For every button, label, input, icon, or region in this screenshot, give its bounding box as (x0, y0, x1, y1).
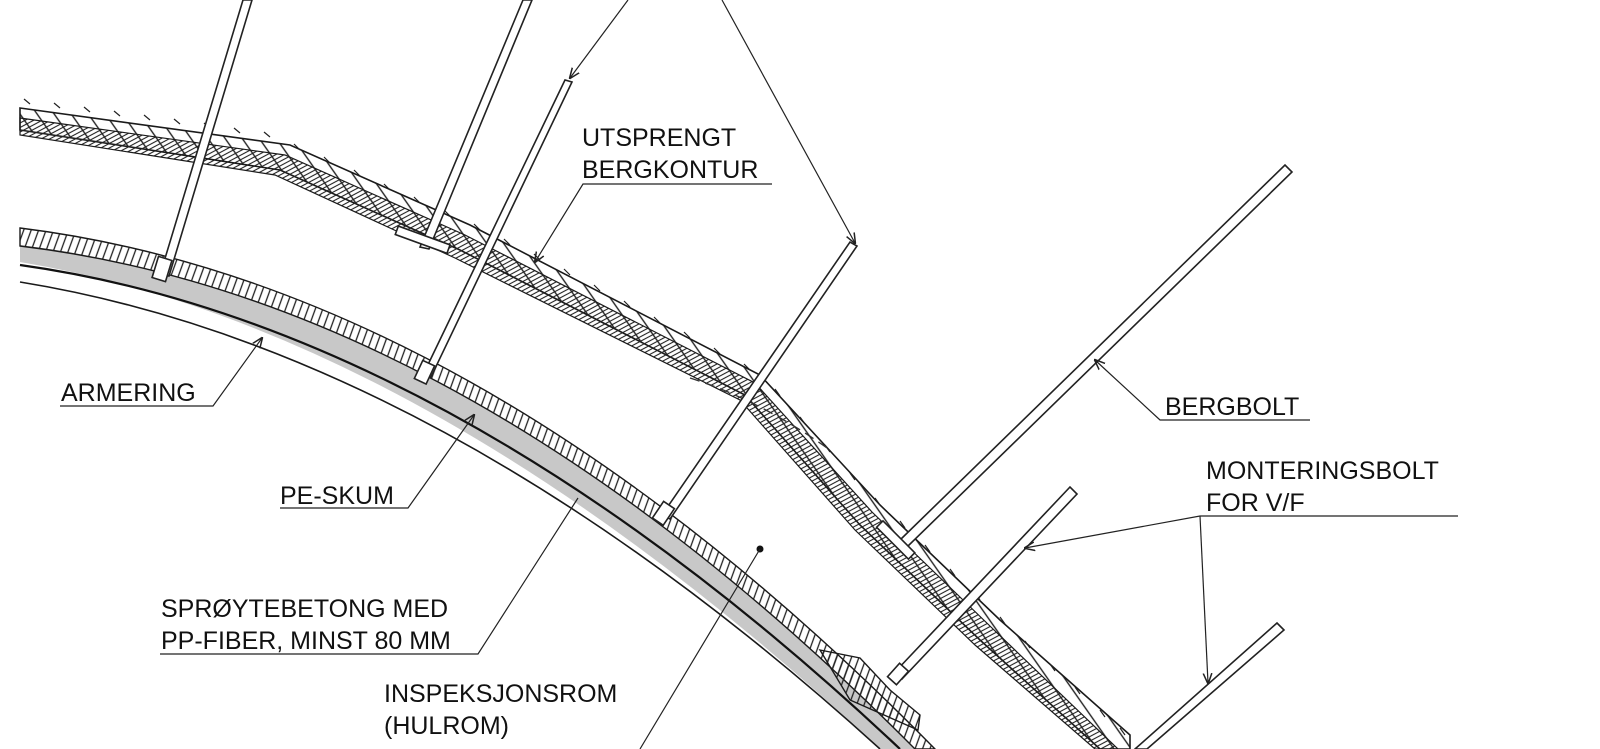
label-sproytebetong-1: SPRØYTEBETONG MED (161, 595, 448, 623)
lining-thickening (818, 649, 921, 732)
armering-line (19, 263, 901, 749)
rock-dense-layer (19, 117, 1119, 749)
labels: UTSPRENGT BERGKONTUR BERGBOLT MONTERINGS… (61, 124, 1439, 740)
theoretical-contour-dashed (689, 377, 831, 451)
monteringsbolt-2-shape (1133, 621, 1286, 749)
label-monteringsbolt-2: FOR V/F (1206, 489, 1305, 517)
label-inspeksjonsrom-1: INSPEKSJONSROM (384, 680, 617, 708)
label-inspeksjonsrom-2: (HULROM) (384, 712, 509, 740)
label-monteringsbolt-1: MONTERINGSBOLT (1206, 457, 1439, 485)
support-bolts (151, 0, 1294, 749)
lining-arc (19, 227, 936, 749)
label-bergbolt: BERGBOLT (1165, 393, 1299, 421)
shotcrete-layer (20, 245, 915, 749)
leader-lines (60, 0, 1458, 749)
label-pe-skum: PE-SKUM (280, 482, 394, 510)
rock-contour-band (19, 98, 1131, 749)
label-utsprengt-2: BERGKONTUR (582, 156, 758, 184)
shotcrete-inner-edge (19, 281, 881, 749)
label-sproytebetong-2: PP-FIBER, MINST 80 MM (161, 627, 451, 655)
label-armering: ARMERING (61, 379, 196, 407)
label-utsprengt-1: UTSPRENGT (582, 124, 736, 152)
